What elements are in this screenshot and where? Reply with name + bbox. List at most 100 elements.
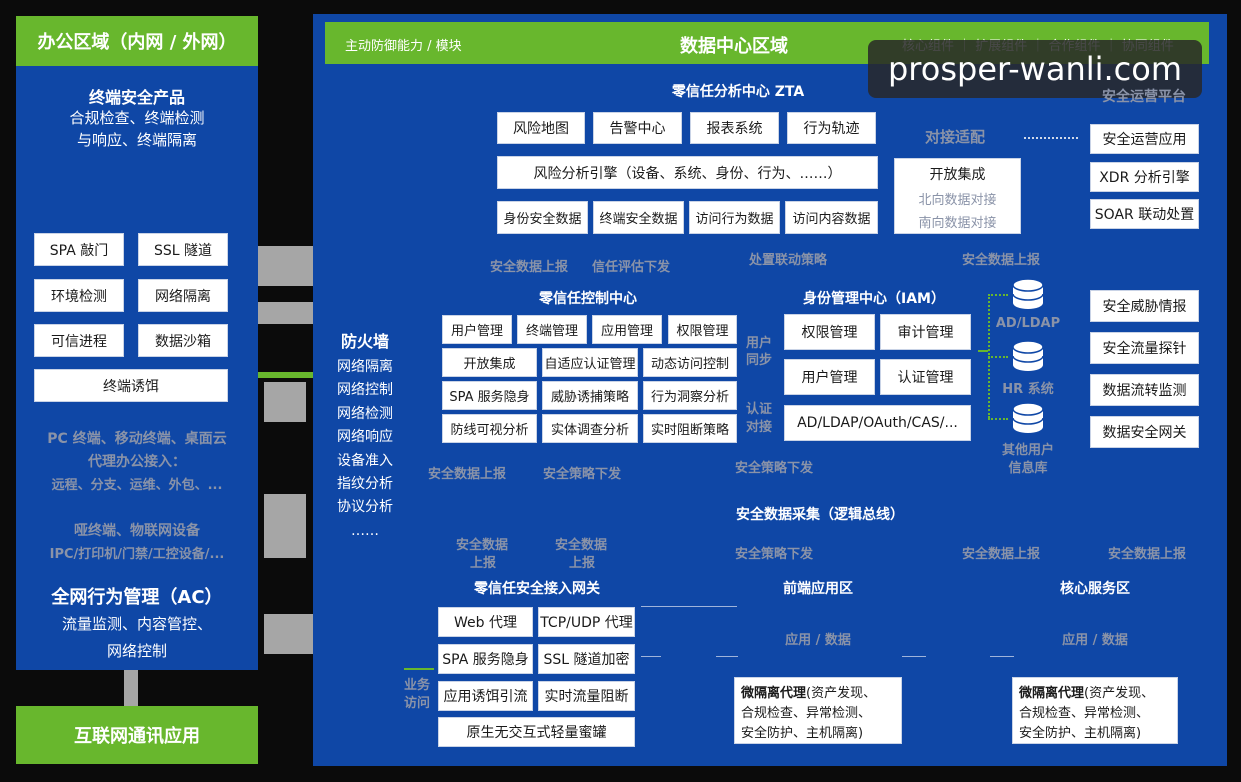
- label-linkage: 处置联动策略: [749, 253, 828, 268]
- ctrl-realtime-block-button[interactable]: 实时阻断策略: [643, 414, 737, 443]
- iam-user-button[interactable]: 用户管理: [784, 359, 875, 395]
- firewall-title: 防火墙: [340, 332, 389, 351]
- network-isolation-button[interactable]: 网络隔离: [138, 279, 228, 312]
- gw-spa-hide-button[interactable]: SPA 服务隐身: [438, 644, 533, 674]
- access-behavior-data-button[interactable]: 访问行为数据: [689, 201, 780, 234]
- label-report-7: 安全数据上报: [1108, 547, 1187, 562]
- open-integration-box: [894, 158, 1021, 234]
- gw-front-connector-mid: [641, 656, 661, 657]
- iam-permission-button[interactable]: 权限管理: [784, 314, 875, 350]
- iot-devices-line-2: IPC/打印机/门禁/工控设备/...: [49, 547, 225, 562]
- info-store-label: 信息库: [1008, 461, 1048, 476]
- link-block-2: [258, 302, 313, 324]
- gateway-title: 零信任安全接入网关: [474, 581, 600, 597]
- sec-ops-platform-label: 安全运营平台: [1102, 89, 1186, 105]
- front-proxy-line-1: 微隔离代理(资产发现、: [741, 682, 876, 701]
- ctrl-app-mgmt-button[interactable]: 应用管理: [592, 315, 662, 344]
- iam-auth-button[interactable]: 认证管理: [880, 359, 971, 395]
- env-check-button[interactable]: 环境检测: [34, 279, 124, 312]
- link-block-4: [264, 494, 306, 558]
- front-zone-connector: [716, 656, 738, 657]
- ctrl-threat-trap-button[interactable]: 威胁诱捕策略: [542, 381, 638, 410]
- label-report-4a: 安全数据: [456, 538, 509, 553]
- link-block-1: [258, 246, 313, 286]
- label-policy-1: 安全策略下发: [543, 467, 622, 482]
- ssl-tunnel-button[interactable]: SSL 隧道: [138, 233, 228, 266]
- risk-map-button[interactable]: 风险地图: [497, 112, 585, 144]
- gw-front-connector-top: [641, 606, 737, 607]
- ctrl-behavior-insight-button[interactable]: 行为洞察分析: [643, 381, 737, 410]
- risk-engine-button[interactable]: 风险分析引擎（设备、系统、身份、行为、……）: [497, 156, 878, 189]
- iot-devices-line-1: 哑终端、物联网设备: [74, 523, 200, 539]
- iam-protocols-button[interactable]: AD/LDAP/OAuth/CAS/...: [784, 405, 971, 441]
- biz-access-label-2: 访问: [404, 696, 431, 711]
- office-region-header: 办公区域（内网 / 外网）: [16, 16, 258, 66]
- docking-dotted-line: [1024, 137, 1078, 139]
- biz-access-label-1: 业务: [404, 678, 431, 693]
- gw-realtime-block-button[interactable]: 实时流量阻断: [538, 681, 635, 711]
- core-zone-connector-left: [902, 656, 926, 657]
- link-block-5: [264, 614, 314, 654]
- zta-title: 零信任分析中心 ZTA: [671, 84, 805, 100]
- soar-button[interactable]: SOAR 联动处置: [1090, 199, 1199, 229]
- label-policy-2: 安全策略下发: [735, 461, 814, 476]
- iam-audit-button[interactable]: 审计管理: [880, 314, 971, 350]
- pc-terminals-line-2: 代理办公接入：: [88, 454, 186, 470]
- endpoint-data-button[interactable]: 终端安全数据: [593, 201, 684, 234]
- sec-ops-app-button[interactable]: 安全运营应用: [1090, 124, 1199, 154]
- link-bar-green: [258, 372, 313, 378]
- firewall-item: 网络响应: [337, 429, 393, 446]
- label-trust-down: 信任评估下发: [592, 260, 671, 275]
- ctrl-user-mgmt-button[interactable]: 用户管理: [442, 315, 512, 344]
- traffic-probe-button[interactable]: 安全流量探针: [1090, 332, 1199, 364]
- south-docking-label: 南向数据对接: [918, 216, 997, 231]
- gw-honeypot-button[interactable]: 原生无交互式轻量蜜罐: [438, 717, 635, 747]
- front-proxy-bold: 微隔离代理: [741, 686, 807, 701]
- ctrl-permission-mgmt-button[interactable]: 权限管理: [668, 315, 737, 344]
- pc-terminals-line-1: PC 终端、移动终端、桌面云: [47, 431, 227, 447]
- trusted-process-button[interactable]: 可信进程: [34, 324, 124, 357]
- gw-web-proxy-button[interactable]: Web 代理: [438, 607, 533, 637]
- alert-center-button[interactable]: 告警中心: [593, 112, 682, 144]
- iam-title: 身份管理中心（IAM）: [803, 291, 945, 307]
- front-micro-isolation-box: [734, 677, 902, 744]
- spa-knock-button[interactable]: SPA 敲门: [34, 233, 124, 266]
- ctrl-spa-hide-button[interactable]: SPA 服务隐身: [442, 381, 537, 410]
- front-zone-sub: 应用 / 数据: [785, 633, 851, 648]
- gw-ssl-encrypt-button[interactable]: SSL 隧道加密: [538, 644, 635, 674]
- report-system-button[interactable]: 报表系统: [690, 112, 779, 144]
- core-micro-isolation-box: [1012, 677, 1178, 744]
- ctrl-entity-investigation-button[interactable]: 实体调查分析: [542, 414, 638, 443]
- firewall-item: 指纹分析: [337, 475, 393, 492]
- core-zone-connector-right: [990, 656, 1014, 657]
- ctrl-dynamic-access-button[interactable]: 动态访问控制: [643, 348, 737, 377]
- ctrl-open-integration-button[interactable]: 开放集成: [442, 348, 537, 377]
- endpoint-decoy-button[interactable]: 终端诱饵: [34, 369, 228, 402]
- behavior-trail-button[interactable]: 行为轨迹: [787, 112, 876, 144]
- core-proxy-line-1: 微隔离代理(资产发现、: [1019, 682, 1154, 701]
- gw-tcp-udp-proxy-button[interactable]: TCP/UDP 代理: [538, 607, 635, 637]
- front-zone-title: 前端应用区: [783, 581, 853, 597]
- core-zone-sub: 应用 / 数据: [1062, 633, 1128, 648]
- identity-data-button[interactable]: 身份安全数据: [497, 201, 588, 234]
- ctrl-adaptive-auth-button[interactable]: 自适应认证管理: [542, 348, 638, 377]
- label-report-3: 安全数据上报: [428, 467, 507, 482]
- ctrl-defense-visual-button[interactable]: 防线可视分析: [442, 414, 537, 443]
- hr-system-database-icon: [1012, 340, 1044, 371]
- ac-desc-2: 网络控制: [106, 642, 167, 660]
- access-content-data-button[interactable]: 访问内容数据: [785, 201, 878, 234]
- threat-intel-button[interactable]: 安全威胁情报: [1090, 290, 1199, 322]
- docking-label: 对接适配: [925, 128, 986, 146]
- pc-terminals-line-3: 远程、分支、运维、外包、...: [51, 478, 223, 493]
- firewall-item-list: 网络隔离网络控制网络检测网络响应设备准入指纹分析协议分析……: [315, 356, 415, 543]
- data-security-gateway-button[interactable]: 数据安全网关: [1090, 416, 1199, 448]
- xdr-engine-button[interactable]: XDR 分析引擎: [1090, 162, 1199, 192]
- core-proxy-bold: 微隔离代理: [1019, 686, 1085, 701]
- endpoint-product-desc-1: 合规检查、终端检测: [69, 109, 205, 127]
- user-sync-label-2: 同步: [746, 353, 773, 368]
- ctrl-endpoint-mgmt-button[interactable]: 终端管理: [517, 315, 587, 344]
- data-flow-monitor-button[interactable]: 数据流转监测: [1090, 374, 1199, 406]
- db-branch-3: [988, 418, 1008, 420]
- data-sandbox-button[interactable]: 数据沙箱: [138, 324, 228, 357]
- gw-app-decoy-button[interactable]: 应用诱饵引流: [438, 681, 533, 711]
